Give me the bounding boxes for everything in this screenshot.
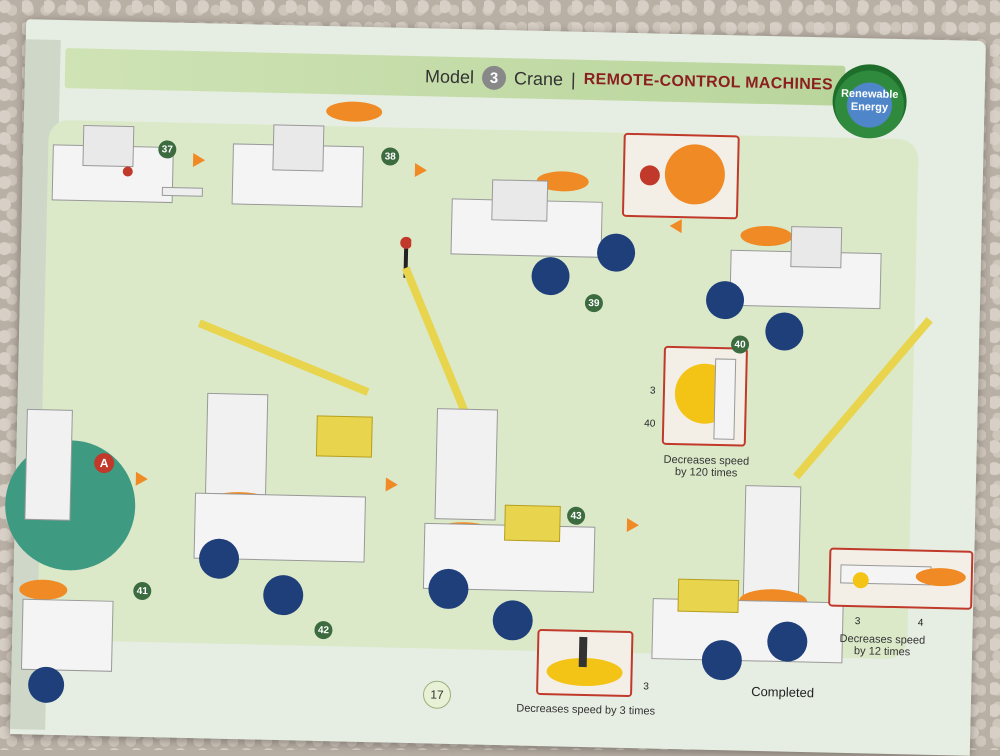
- badge-line1: Renewable: [840, 87, 899, 102]
- step-43-model-image: [401, 266, 596, 641]
- page-number: 17: [422, 680, 452, 710]
- model-number: 3: [481, 65, 507, 91]
- header-separator: |: [570, 69, 576, 90]
- gear-label-4-right: 4: [917, 617, 924, 629]
- model-title: Crane: [513, 67, 564, 89]
- step-37-model-image: [51, 125, 203, 204]
- arrow-37-38: [192, 153, 206, 168]
- completed-label: Completed: [751, 683, 815, 701]
- gear-detail-120x: [661, 345, 748, 447]
- arrow-39-40: [669, 218, 682, 234]
- step-38-model-image: [231, 101, 413, 278]
- step-39-model-image: [450, 171, 636, 296]
- gear-label-3-right: 3: [854, 616, 861, 628]
- gear-detail-3x: [536, 628, 634, 698]
- caption-12-line1: Decreases speed: [839, 632, 926, 647]
- caption-decreases-3: Decreases speed by 3 times: [516, 702, 656, 718]
- renewable-energy-badge: Renewable Energy: [831, 63, 908, 140]
- caption-decreases-12: Decreases speed by 12 times: [832, 633, 933, 659]
- step-40-model-image: [706, 226, 882, 351]
- section-title: REMOTE-CONTROL MACHINES: [583, 70, 834, 94]
- gear-detail-12x: [828, 547, 974, 610]
- arrow-43-completed: [626, 517, 640, 533]
- step-42-model-image: [193, 319, 373, 616]
- manual-page: Model 3 Crane | REMOTE-CONTROL MACHINES …: [3, 19, 986, 756]
- model-label: Model: [424, 65, 475, 87]
- arrow-41-42: [135, 471, 148, 487]
- badge-line2: Energy: [850, 100, 889, 114]
- arrow-42-43: [385, 477, 398, 492]
- gear-label-3-bottom: 3: [643, 681, 649, 693]
- step-41-model-image: [19, 408, 114, 703]
- completed-crane-image: [651, 317, 933, 681]
- caption-12-line2: by 12 times: [853, 645, 911, 659]
- arrow-38-39: [414, 163, 428, 178]
- gear-detail-inset: [621, 132, 740, 220]
